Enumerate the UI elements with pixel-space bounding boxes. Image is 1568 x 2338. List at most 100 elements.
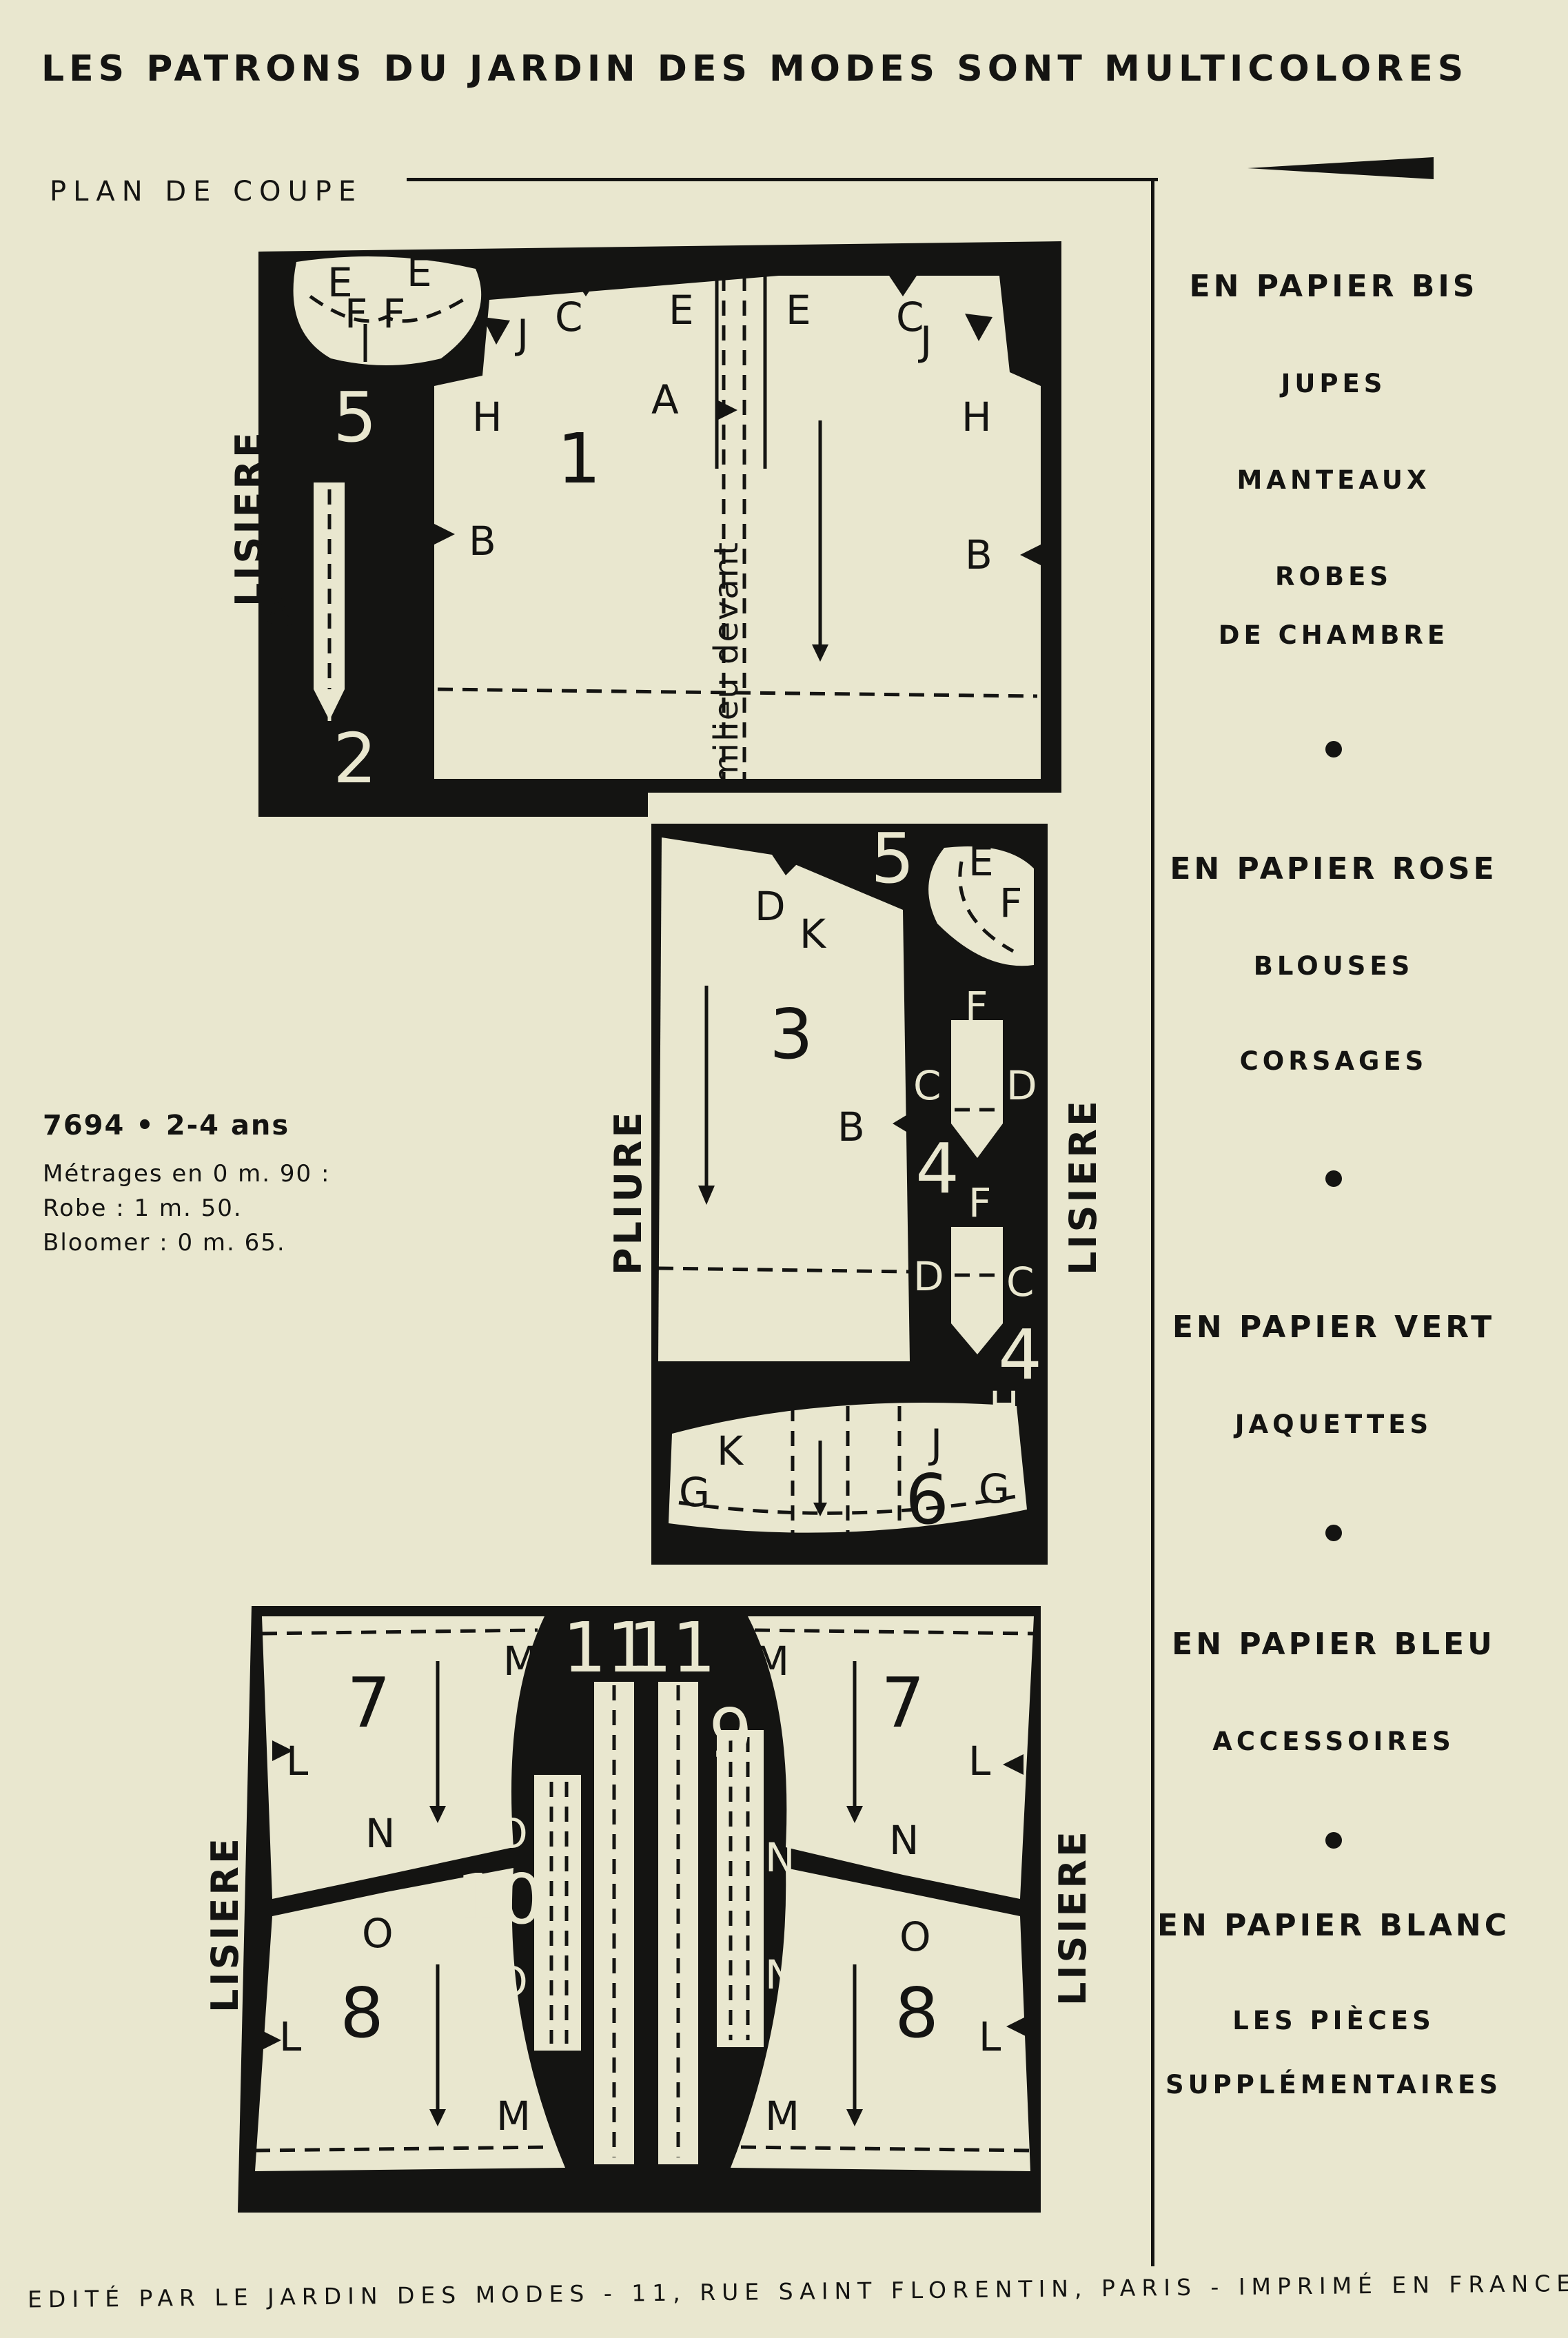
notch-letter-h: H bbox=[989, 1383, 1019, 1430]
bullet-dot bbox=[1325, 1170, 1342, 1187]
notch-letter-d: D bbox=[913, 1253, 944, 1300]
notch-letter-j: J bbox=[918, 318, 932, 365]
notch-letter-f: F bbox=[345, 290, 367, 337]
piece-number-9: 9 bbox=[709, 1694, 753, 1774]
grain-arrowhead bbox=[698, 1186, 715, 1205]
grain-arrowhead bbox=[812, 644, 828, 662]
page-title: LES PATRONS DU JARDIN DES MODES SONT MUL… bbox=[41, 48, 1469, 90]
plan-de-coupe-label: PLAN DE COUPE bbox=[50, 176, 363, 207]
fold-label: PLIURE bbox=[607, 1110, 650, 1275]
notch bbox=[1003, 1754, 1024, 1775]
pattern-piece-9 bbox=[717, 1730, 764, 2047]
piece-number-4: 4 bbox=[915, 1128, 959, 1209]
notch-letter-l: L bbox=[286, 1738, 308, 1785]
hem-line bbox=[658, 1266, 910, 1274]
notch-letter-k: K bbox=[717, 1427, 744, 1474]
notch-letter-e: E bbox=[407, 249, 432, 296]
grain-arrowhead bbox=[429, 1806, 446, 1823]
notch-letter-c: C bbox=[896, 294, 924, 340]
notch-letter-e: E bbox=[786, 287, 811, 334]
notch bbox=[772, 855, 800, 875]
measurement-line: Métrages en 0 m. 90 : bbox=[43, 1160, 331, 1188]
pattern-piece-7-left bbox=[262, 1616, 544, 1899]
center-front-label: milieu devant bbox=[707, 541, 746, 786]
legend-item: BLOUSES bbox=[1253, 951, 1414, 981]
pattern-info: 7694 • 2-4 ans Métrages en 0 m. 90 : Rob… bbox=[43, 1110, 330, 1260]
bullet-dot bbox=[1325, 1832, 1342, 1849]
notch-letter-b: B bbox=[469, 518, 496, 565]
layout-block-bottom: 7 7 8 8 9 10 11 11 M M L L N N O O L L M… bbox=[203, 1606, 1094, 2213]
notch-letter-c: C bbox=[913, 1062, 941, 1109]
notch-letter-f: F bbox=[968, 1179, 991, 1226]
notch-letter-o: O bbox=[899, 1913, 931, 1960]
notch-letter-a: A bbox=[265, 590, 293, 637]
pattern-piece-8-right bbox=[731, 1868, 1030, 2171]
notch-letter-n: N bbox=[765, 1834, 795, 1881]
pattern-piece-10 bbox=[534, 1775, 581, 2051]
notch-letter-o: O bbox=[496, 1958, 528, 2005]
pattern-piece-5-collar bbox=[293, 256, 482, 365]
notch-letter-l: L bbox=[968, 1738, 990, 1785]
legend-heading-vert: EN PAPIER VERT bbox=[1172, 1310, 1496, 1345]
notch-letter-k: K bbox=[800, 911, 827, 957]
legend-item: JAQUETTES bbox=[1234, 1410, 1433, 1439]
notch-letter-j: J bbox=[515, 311, 529, 358]
pattern-piece-5-collar bbox=[928, 846, 1034, 966]
piece-number-1: 1 bbox=[557, 418, 601, 499]
legend-item: DE CHAMBRE bbox=[1218, 620, 1449, 650]
column-divider bbox=[1151, 178, 1154, 2266]
legend-heading-rose: EN PAPIER ROSE bbox=[1170, 851, 1498, 886]
notch-letter-n: N bbox=[365, 1810, 395, 1857]
legend-heading-bis: EN PAPIER BIS bbox=[1189, 269, 1478, 304]
piece-number-11: 11 bbox=[562, 1607, 650, 1688]
notch-letter-l: L bbox=[979, 2013, 1001, 2060]
legend-item: JUPES bbox=[1281, 369, 1387, 398]
pattern-piece-8-left bbox=[255, 1868, 565, 2171]
legend-item: ROBES bbox=[1274, 562, 1393, 591]
layout-block-top: 5 2 1 E E F F J C E E C J H H A B B A LI… bbox=[227, 241, 1061, 817]
notch bbox=[965, 314, 992, 341]
notch-letter-c: C bbox=[1006, 1259, 1035, 1305]
notch-letter-f: F bbox=[965, 983, 988, 1030]
notch-letter-n: N bbox=[765, 1951, 795, 1998]
notch-letter-m: M bbox=[755, 1638, 789, 1685]
notch bbox=[1020, 545, 1041, 565]
header-rule bbox=[407, 178, 1158, 181]
notch-letter-h: H bbox=[472, 394, 502, 440]
pattern-piece-1 bbox=[434, 276, 1041, 779]
pattern-number-age: 7694 • 2-4 ans bbox=[43, 1110, 290, 1141]
pattern-piece-3 bbox=[658, 837, 910, 1361]
measurement-line: Robe : 1 m. 50. bbox=[43, 1195, 243, 1222]
notch-letter-d: D bbox=[1006, 1062, 1037, 1109]
selvedge-label: LISIERE bbox=[203, 1836, 247, 2013]
layout-block-middle: 3 5 4 4 6 D K B E F F C D F D C H K J G … bbox=[607, 818, 1105, 1565]
piece-number-5: 5 bbox=[333, 377, 377, 458]
seam-dash bbox=[754, 1628, 1035, 1636]
notch-letter-c: C bbox=[555, 294, 583, 340]
notch-letter-j: J bbox=[928, 1421, 942, 1467]
piece-number-7: 7 bbox=[347, 1663, 391, 1743]
hem-line bbox=[437, 687, 1038, 698]
piece-number-4: 4 bbox=[998, 1314, 1042, 1395]
piece-number-2: 2 bbox=[333, 718, 377, 799]
notch bbox=[261, 2030, 281, 2051]
notch bbox=[717, 400, 737, 420]
notch-letter-d: D bbox=[755, 883, 786, 930]
legend-item: SUPPLÉMENTAIRES bbox=[1165, 2070, 1503, 2100]
grain-arrowhead bbox=[813, 1503, 827, 1516]
piece-number-6: 6 bbox=[905, 1459, 949, 1540]
notch-letter-f: F bbox=[383, 290, 405, 337]
bullet-dot bbox=[1325, 1525, 1342, 1541]
legend-item: ACCESSOIRES bbox=[1212, 1727, 1455, 1756]
bullet-dot bbox=[1325, 741, 1342, 758]
notch bbox=[272, 1740, 293, 1761]
notch-letter-o: O bbox=[362, 1910, 394, 1957]
notch bbox=[893, 1113, 910, 1134]
piece-number-5: 5 bbox=[870, 818, 915, 899]
notch-letter-h: H bbox=[961, 394, 992, 440]
piece-number-11: 11 bbox=[628, 1607, 715, 1688]
notch-letter-g: G bbox=[979, 1465, 1010, 1512]
notch-letter-e: E bbox=[968, 838, 994, 885]
notch bbox=[434, 524, 455, 545]
selvedge-label: LISIERE bbox=[1061, 1098, 1105, 1275]
